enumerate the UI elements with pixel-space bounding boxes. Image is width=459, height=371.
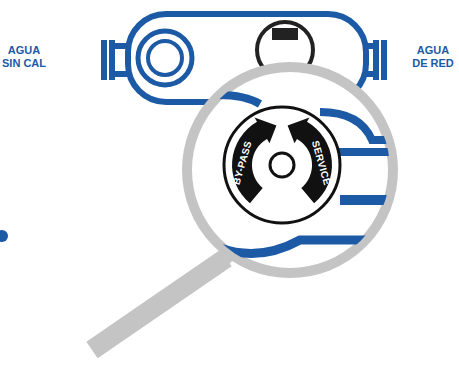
- inlet-label: AGUA DE RED: [409, 44, 457, 70]
- outlet-label: AGUA SIN CAL: [0, 44, 48, 70]
